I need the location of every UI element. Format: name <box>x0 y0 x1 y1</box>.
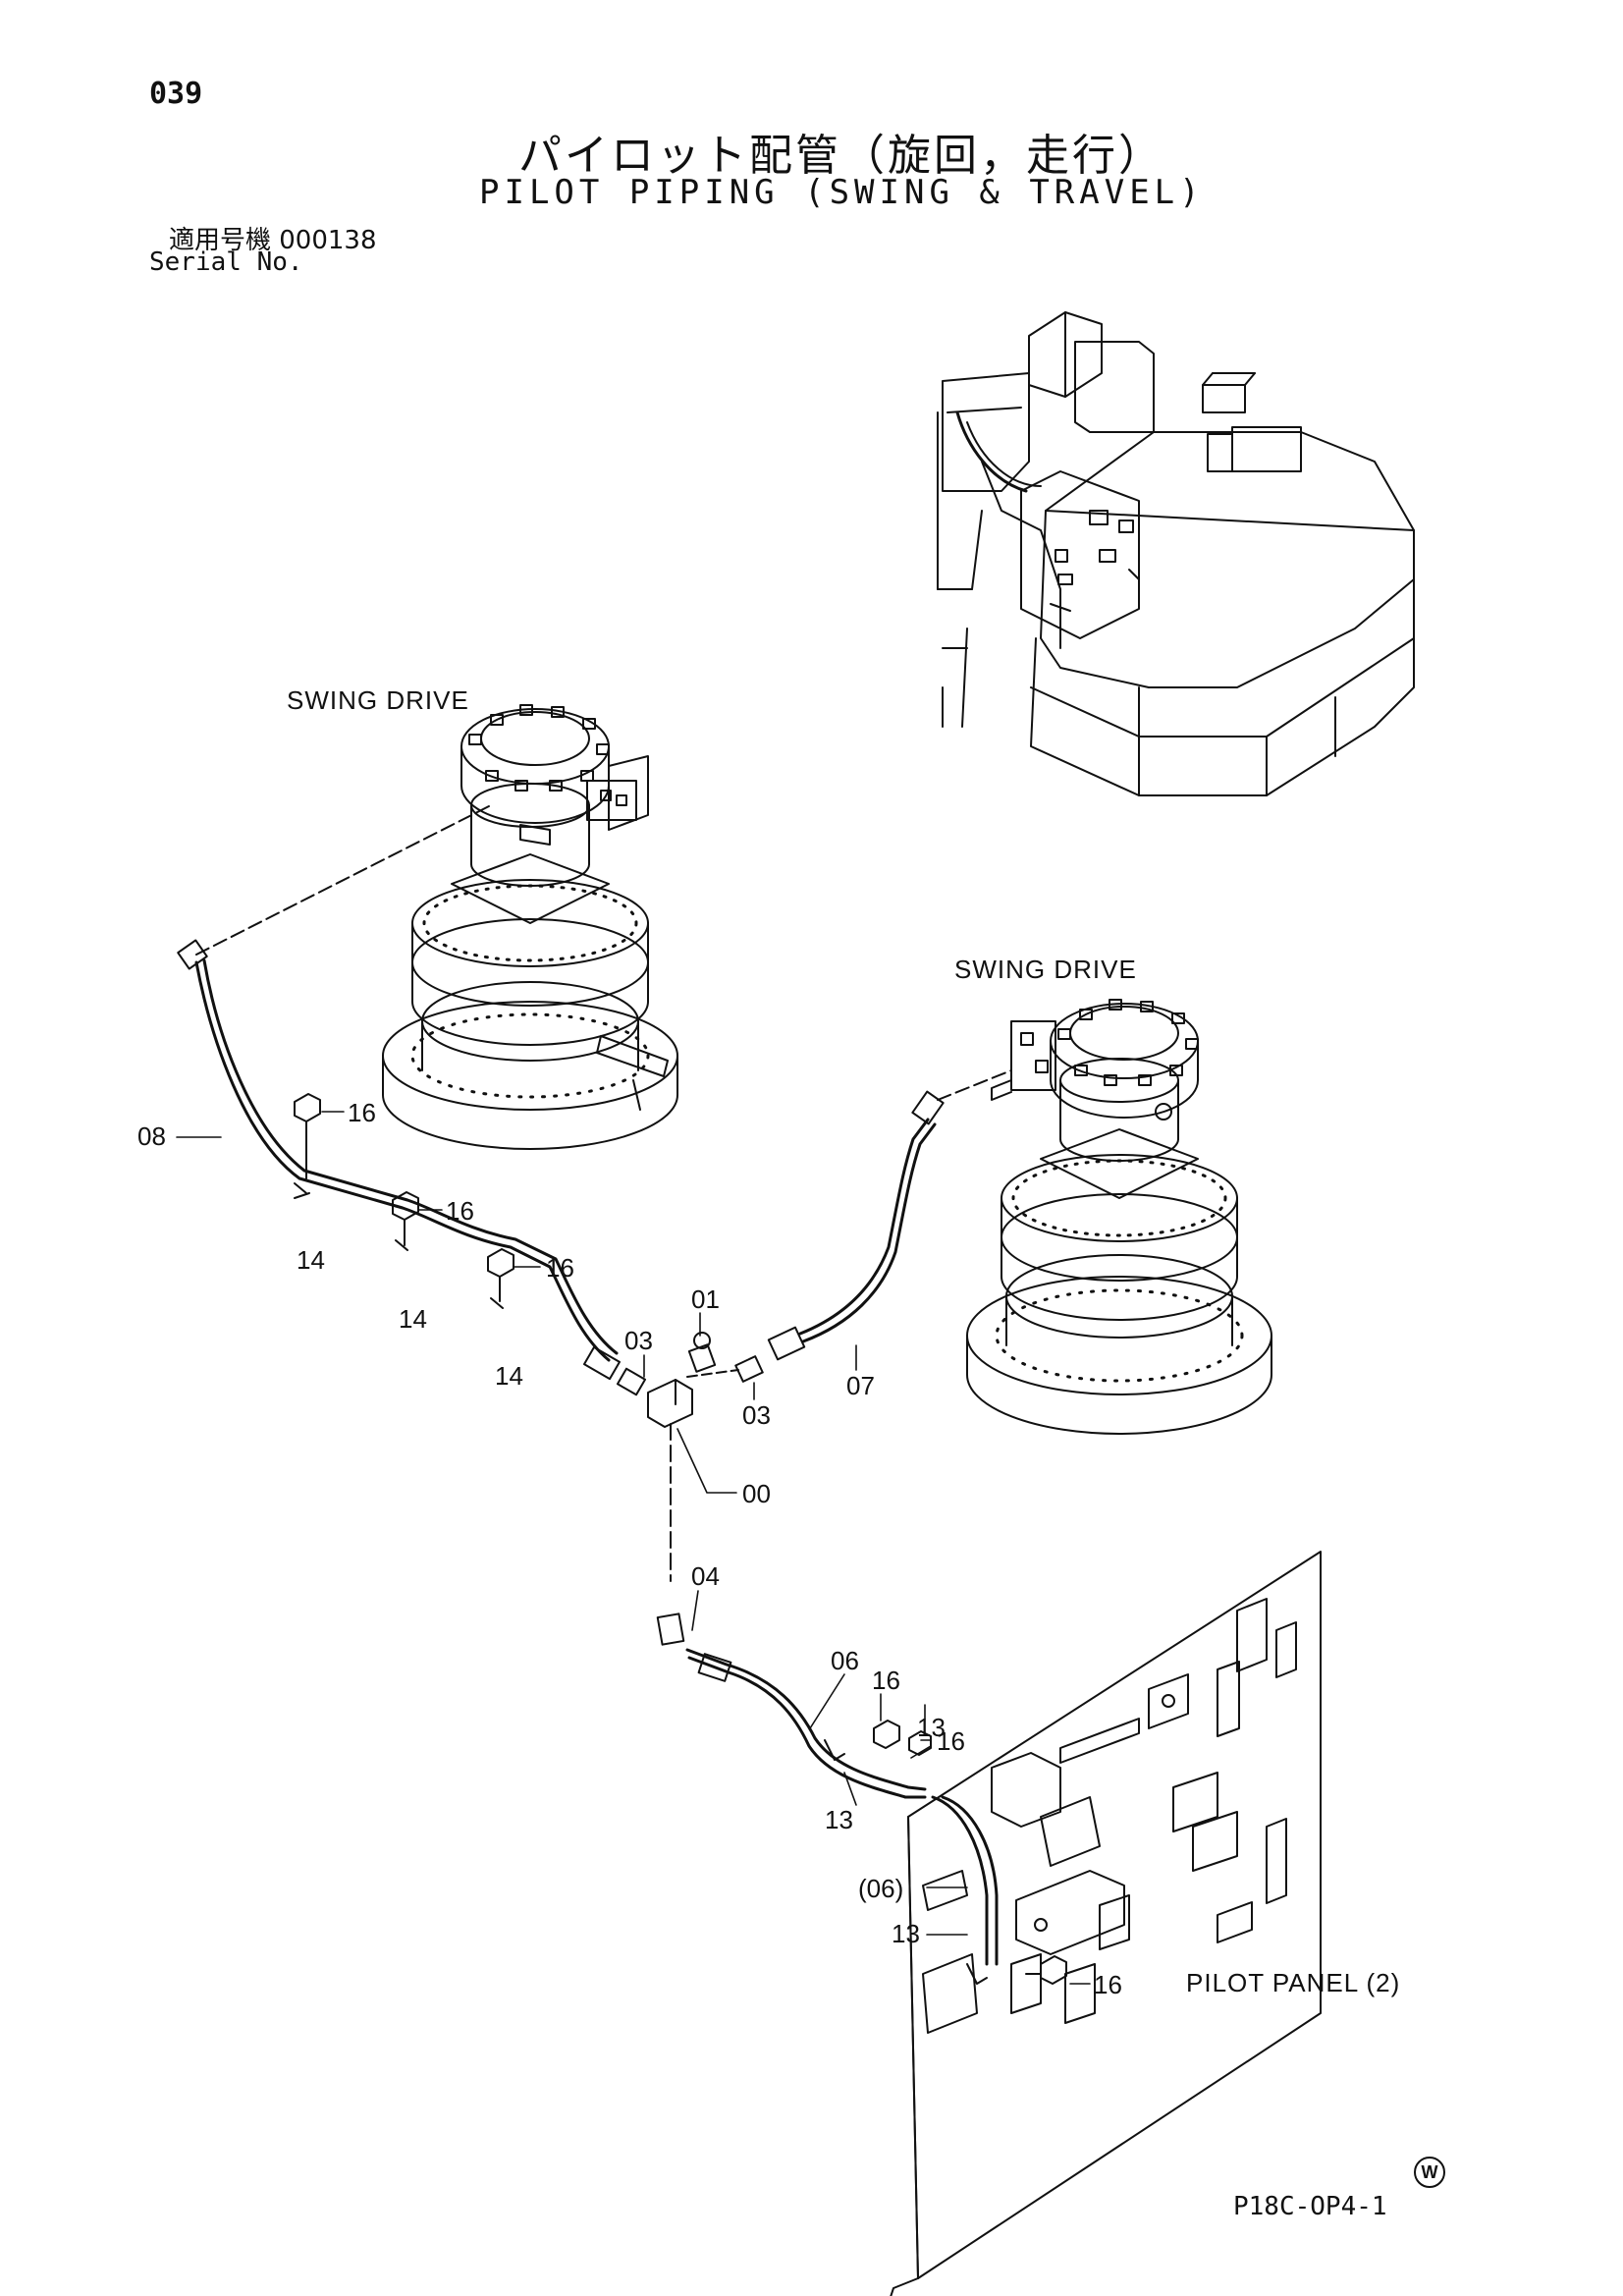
block-00 <box>647 1379 693 1428</box>
page-number: 039 <box>149 77 203 111</box>
serial-label-japanese: 適用号機 000138 <box>169 226 377 255</box>
callout-08: 08 <box>137 1121 166 1151</box>
callout-16: 16 <box>872 1666 900 1695</box>
callout-13: 13 <box>825 1805 853 1834</box>
callout-06: 06 <box>831 1646 859 1675</box>
callout-06-ref: (06) <box>858 1874 903 1903</box>
pilot-panel-label: PILOT PANEL (2) <box>1186 1968 1400 1997</box>
w-mark: W <box>1414 2157 1445 2188</box>
pilot-panel-unit <box>890 1551 1322 2296</box>
callout-14: 14 <box>297 1245 325 1275</box>
swing-drive-right-label: SWING DRIVE <box>954 955 1137 984</box>
callout-16: 16 <box>1094 1970 1122 1999</box>
callout-13: 13 <box>917 1713 946 1742</box>
bolt-group <box>294 1093 514 1302</box>
leader-lines <box>176 1111 1091 1985</box>
document-reference: P18C-OP4-1 <box>1233 2192 1387 2221</box>
callout-16: 16 <box>446 1196 474 1226</box>
callout-16: 16 <box>348 1098 376 1127</box>
callout-14: 14 <box>495 1361 523 1391</box>
swing-drive-left-unit <box>382 704 678 1150</box>
callout-16: 16 <box>546 1253 574 1283</box>
callout-14: 14 <box>399 1304 427 1334</box>
page-title-japanese: パイロット配管（旋回，走行） <box>518 131 1164 181</box>
serial-label-english: Serial No. <box>149 247 303 277</box>
page-title-english: PILOT PIPING (SWING & TRAVEL) <box>479 173 1205 212</box>
callout-03: 03 <box>624 1326 653 1355</box>
pilot-piping <box>177 804 1067 1985</box>
callout-01: 01 <box>691 1285 720 1314</box>
callout-03: 03 <box>742 1400 771 1430</box>
swing-drive-left-label: SWING DRIVE <box>287 685 469 715</box>
callout-labels: 08 16 16 16 14 14 14 01 03 03 07 00 04 0… <box>137 1098 1122 1999</box>
callout-07: 07 <box>846 1371 875 1400</box>
callout-04: 04 <box>691 1561 720 1591</box>
swing-drive-right-unit <box>966 999 1272 1435</box>
callout-16: 16 <box>937 1726 965 1756</box>
callout-00: 00 <box>742 1479 771 1508</box>
callout-13: 13 <box>892 1919 920 1948</box>
machine-outline <box>937 311 1415 796</box>
